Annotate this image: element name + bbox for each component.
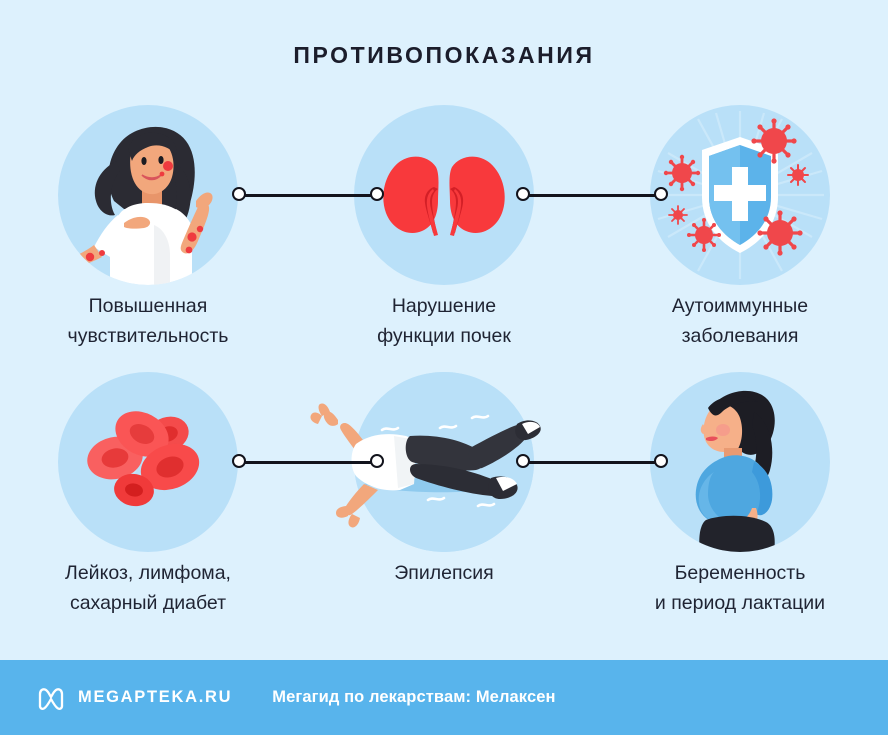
page-title: ПРОТИВОПОКАЗАНИЯ xyxy=(293,42,595,68)
footer-tagline: Мегагид по лекарствам: Мелаксен xyxy=(272,688,556,706)
items-row-top: Повышенная чувствительность xyxy=(0,105,888,355)
footer-bar: MEGAPTEKA.RU Мегагид по лекарствам: Мела… xyxy=(0,660,888,735)
item-caption: Эпилепсия xyxy=(296,558,592,588)
item-caption: Лейкоз, лимфома, сахарный диабет xyxy=(0,558,296,618)
megapteka-m-logo-icon[interactable] xyxy=(36,683,66,713)
connector-node-left xyxy=(516,454,530,468)
caption-line: заболевания xyxy=(681,325,799,347)
connector-bar xyxy=(524,461,660,464)
epilepsy-seizure-person-icon xyxy=(310,372,541,552)
item-pregnancy-lactation: Беременность и период лактации xyxy=(592,372,888,622)
caption-line: Лейкоз, лимфома, xyxy=(65,562,231,584)
icon-circle xyxy=(310,372,541,552)
footer-brand-name[interactable]: MEGAPTEKA.RU xyxy=(78,688,233,706)
connector-node-right xyxy=(654,454,668,468)
item-caption: Повышенная чувствительность xyxy=(0,291,296,351)
caption-line: чувствительность xyxy=(67,325,229,347)
caption-line: сахарный диабет xyxy=(69,592,227,614)
connector-bar xyxy=(524,194,660,197)
connector-bar xyxy=(240,194,376,197)
icon-circle xyxy=(650,372,830,552)
item-kidney-dysfunction: Нарушение функции почек xyxy=(296,105,592,355)
caption-line: Эпилепсия xyxy=(394,562,494,584)
connector-line xyxy=(516,187,668,203)
connector-node-left xyxy=(232,454,246,468)
allergy-rash-woman-icon xyxy=(58,105,238,285)
connector-node-left xyxy=(516,187,530,201)
icon-circle xyxy=(58,105,238,285)
item-autoimmune-diseases: Аутоиммунные заболевания xyxy=(592,105,888,355)
caption-line: и период лактации xyxy=(654,592,826,614)
autoimmune-shield-virus-icon xyxy=(650,105,830,285)
kidneys-icon xyxy=(354,105,534,285)
icon-circle xyxy=(354,105,534,285)
connector-node-right xyxy=(370,454,384,468)
item-hypersensitivity: Повышенная чувствительность xyxy=(0,105,296,355)
item-epilepsy: Эпилепсия xyxy=(296,372,592,622)
icon-circle xyxy=(58,372,238,552)
items-row-bottom: Лейкоз, лимфома, сахарный диабет xyxy=(0,372,888,622)
pregnant-woman-icon xyxy=(650,372,830,552)
connector-line xyxy=(232,454,384,470)
caption-line: Повышенная xyxy=(88,295,208,317)
caption-line: Нарушение xyxy=(391,295,497,317)
connector-node-right xyxy=(654,187,668,201)
caption-line: Аутоиммунные xyxy=(671,295,809,317)
icon-circle xyxy=(650,105,830,285)
item-leukemia-lymphoma-diabetes: Лейкоз, лимфома, сахарный диабет xyxy=(0,372,296,622)
caption-line: Беременность xyxy=(674,562,806,584)
connector-bar xyxy=(240,461,376,464)
connector-line xyxy=(232,187,384,203)
caption-line: функции почек xyxy=(377,325,511,347)
connector-node-left xyxy=(232,187,246,201)
connector-node-right xyxy=(370,187,384,201)
item-caption: Беременность и период лактации xyxy=(592,558,888,618)
item-caption: Аутоиммунные заболевания xyxy=(592,291,888,351)
blood-cells-icon xyxy=(58,372,238,552)
item-caption: Нарушение функции почек xyxy=(296,291,592,351)
connector-line xyxy=(516,454,668,470)
